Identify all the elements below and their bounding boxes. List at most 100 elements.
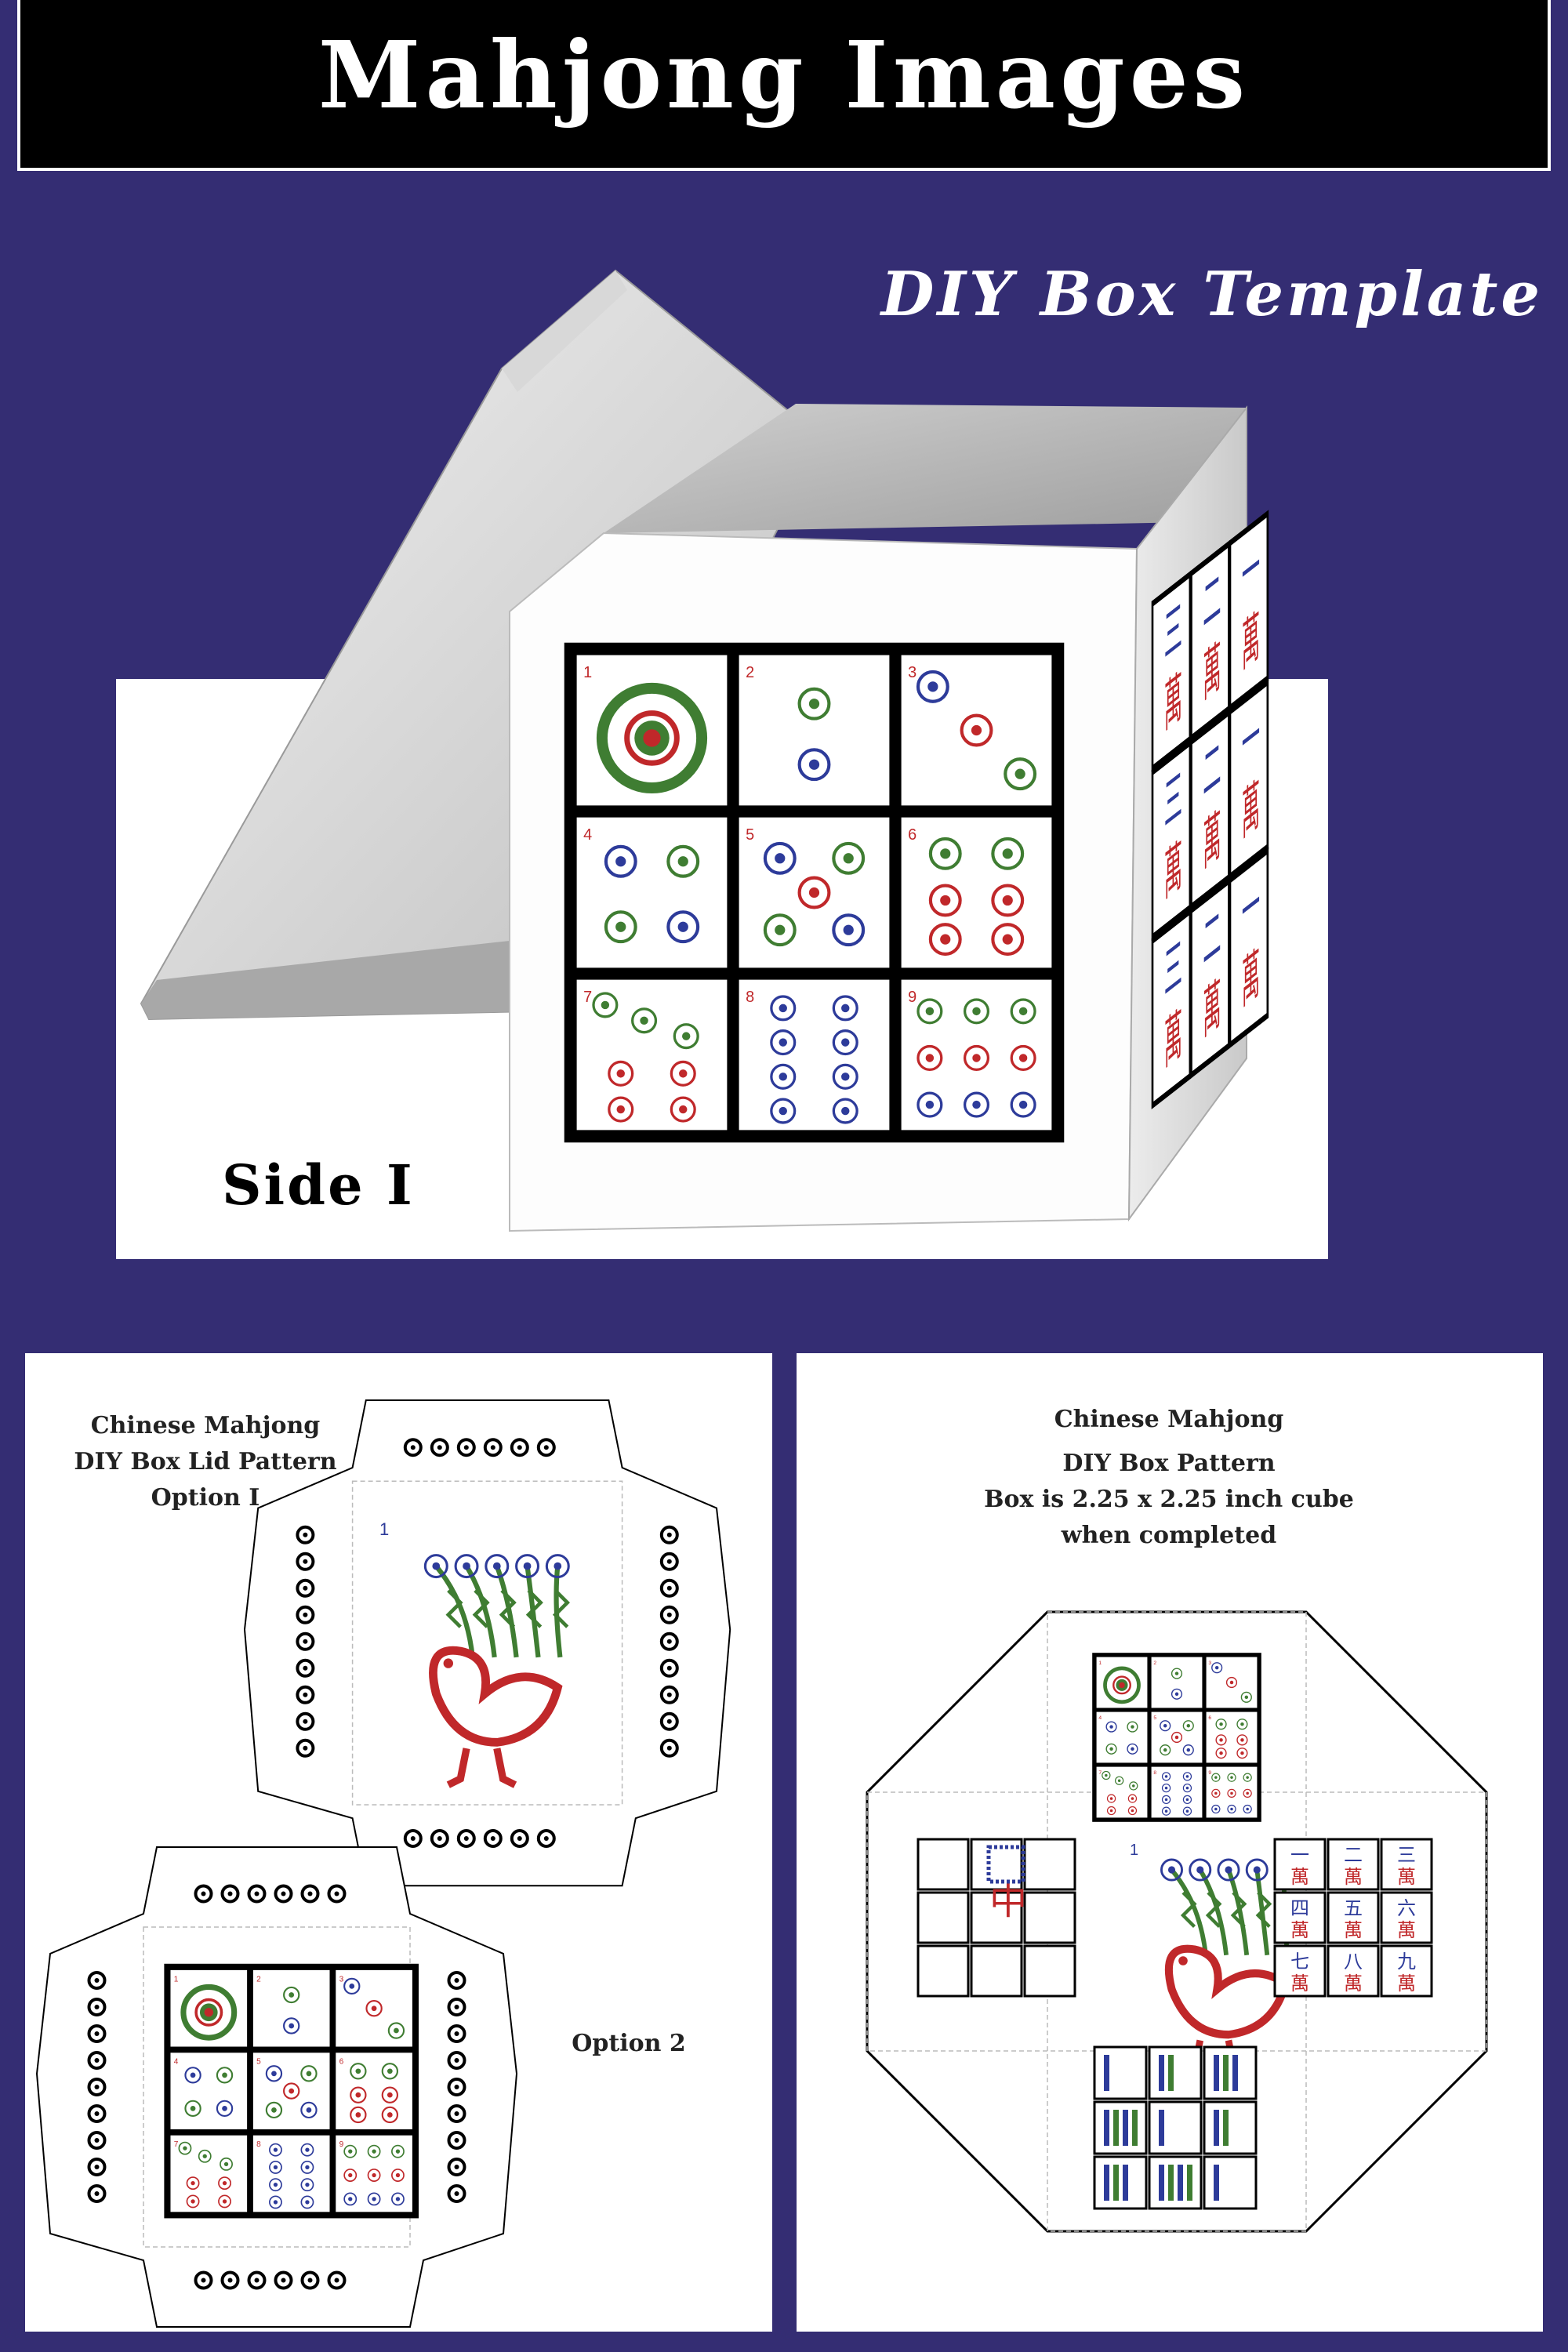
- circle-dot-center: [1185, 1775, 1189, 1778]
- character-number: 六: [1397, 1897, 1416, 1919]
- feather-stem: [554, 1566, 563, 1658]
- circle-dot: [1215, 1734, 1227, 1746]
- circle-dot-center: [927, 681, 938, 692]
- circle-dot: [1127, 1721, 1138, 1733]
- scroll-curl: [87, 1998, 107, 2016]
- scroll-curl: [87, 2024, 107, 2043]
- circle-dot: [220, 2157, 233, 2171]
- feather-leaf: [499, 1588, 517, 1628]
- circle-dot-center: [971, 724, 982, 736]
- circle-dot: [1127, 1794, 1138, 1803]
- feather-leaf: [525, 1588, 543, 1628]
- circle-dot-center: [1196, 1866, 1204, 1874]
- circle-dot: [666, 844, 700, 878]
- circle-dot-center: [1246, 1776, 1249, 1779]
- scroll-curl-center: [454, 1978, 459, 1983]
- scroll-curl: [296, 1711, 315, 1731]
- scroll-curl-center: [303, 1559, 308, 1564]
- character-number: 五: [1344, 1897, 1363, 1919]
- circle-dot-center: [616, 1069, 625, 1078]
- ornament-scroll: [296, 1525, 315, 1758]
- circle-dot-center: [273, 2183, 278, 2187]
- scroll-curl: [483, 1438, 503, 1457]
- character-tile: [1380, 1838, 1433, 1891]
- scroll-curl-center: [201, 2278, 206, 2283]
- box-title-line4: when completed: [1061, 1522, 1277, 1549]
- ornament-scroll: [447, 1971, 466, 2203]
- circle-dot: [960, 713, 993, 747]
- scroll-curl-center: [454, 2138, 459, 2143]
- feather-leaf: [1255, 1891, 1272, 1929]
- tile-number: 5: [256, 2058, 261, 2067]
- bamboo-tile: [1203, 2100, 1258, 2155]
- circle-dot-center: [808, 887, 820, 898]
- circle-dot: [1211, 1773, 1221, 1782]
- circle-dot: [423, 1554, 448, 1579]
- tile-number: 3: [908, 664, 916, 681]
- scroll-curl: [87, 2104, 107, 2123]
- circle-dot: [608, 1060, 634, 1087]
- bamboo-tile: [1203, 2045, 1258, 2100]
- bamboo-tile: [1148, 2155, 1203, 2210]
- scroll-curl: [447, 2184, 466, 2203]
- honour-tile: [1023, 1944, 1076, 1998]
- circle-dot: [1105, 1721, 1117, 1733]
- circle-dot: [367, 2169, 381, 2182]
- circle-dot: [1243, 1773, 1252, 1782]
- scroll-curl: [447, 2104, 466, 2123]
- scroll-curl: [87, 1971, 107, 1990]
- circle-dot-center: [305, 2200, 310, 2205]
- circle-dot-center: [1225, 1866, 1232, 1874]
- circle-dot-center: [925, 1100, 935, 1109]
- circle-dot-center: [1246, 1807, 1249, 1811]
- circle-dot-center: [271, 2071, 277, 2077]
- scroll-curl: [430, 1438, 449, 1457]
- lid-outline: [243, 1399, 731, 1887]
- circle-dot-center: [372, 2197, 376, 2201]
- circle-dot-center: [1018, 1100, 1028, 1109]
- circle-dot-center: [940, 934, 951, 945]
- circle-dot-center: [1163, 1723, 1167, 1728]
- scroll-curl-center: [666, 1639, 672, 1644]
- feather-leaf: [445, 1588, 463, 1628]
- circle-dot: [1240, 1691, 1252, 1703]
- circle-dot-center: [204, 2008, 213, 2017]
- circle-dot-center: [1119, 1682, 1125, 1689]
- circle-dot: [180, 1984, 238, 2041]
- circle-dot-center: [1214, 1776, 1218, 1779]
- circle-dot-center: [1185, 1809, 1189, 1813]
- character-tile: [1273, 1891, 1327, 1944]
- circle-dot: [763, 913, 797, 947]
- circle-dot-center: [940, 895, 951, 906]
- circle-dot: [832, 913, 866, 947]
- circle-dot-center: [1174, 1671, 1179, 1675]
- circle-dot-center: [273, 2165, 278, 2170]
- character-tile: [1380, 1891, 1433, 1944]
- circle-dot-center: [289, 2088, 295, 2094]
- tile-number: 8: [746, 989, 754, 1006]
- peacock-eye: [1178, 1956, 1188, 1965]
- circle-dot: [343, 2192, 358, 2206]
- scroll-curl: [447, 2131, 466, 2150]
- circle-dot: [1127, 1743, 1138, 1755]
- bamboo-stick: [1232, 2055, 1238, 2091]
- circle-dot-center: [1246, 1791, 1249, 1795]
- circle-dot: [1227, 1773, 1236, 1782]
- circle-dot: [454, 1554, 479, 1579]
- feather-leaf: [1230, 1891, 1247, 1929]
- circle-dot: [300, 2101, 318, 2119]
- ornament-scroll: [87, 1971, 107, 2203]
- character-tile: [1273, 1944, 1327, 1998]
- scroll-curl: [456, 1438, 476, 1457]
- circle-dot: [1160, 1858, 1183, 1882]
- circle-dot: [1010, 998, 1036, 1025]
- circle-dot: [283, 1986, 300, 2004]
- scroll-curl-center: [490, 1836, 495, 1841]
- box-title-line2: DIY Box Pattern: [1062, 1450, 1276, 1477]
- scroll-curl: [659, 1711, 679, 1731]
- circle-dot: [608, 1096, 634, 1123]
- circle-dot-center: [1131, 1747, 1134, 1751]
- peacock-legs: [446, 1748, 517, 1788]
- circle-dot: [1171, 1668, 1183, 1679]
